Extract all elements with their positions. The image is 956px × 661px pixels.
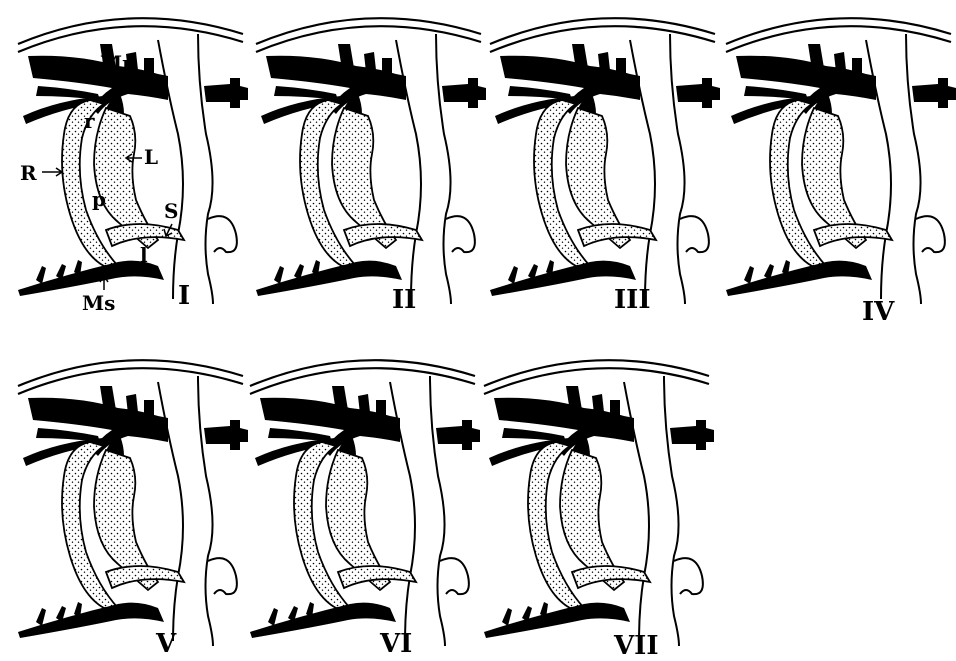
label-r-small: r [84, 109, 95, 133]
panel-7: VII [484, 360, 714, 661]
label-r-capital: R [20, 161, 37, 185]
panel-label: VII [613, 631, 659, 661]
panel-4: IV [726, 18, 956, 327]
panel-3: III [490, 18, 720, 315]
panel-6: VI [250, 360, 480, 659]
label-p: p [92, 187, 106, 211]
panel-label: II [392, 285, 416, 315]
panel-label: V [155, 629, 177, 659]
arrow-r [42, 168, 62, 176]
panel-1: I [18, 18, 248, 311]
panel-label: VI [379, 629, 412, 659]
panel-label: IV [862, 297, 895, 327]
label-l-capital: L [144, 145, 158, 169]
label-l-small: l [140, 243, 148, 267]
panel-5: V [18, 360, 248, 659]
label-s: S [164, 199, 178, 223]
label-ms: Ms [82, 291, 115, 315]
panel-label: I [178, 281, 190, 311]
label-mr: Mr [100, 51, 133, 75]
panel-2: II [256, 18, 486, 315]
panel-label: III [614, 285, 651, 315]
